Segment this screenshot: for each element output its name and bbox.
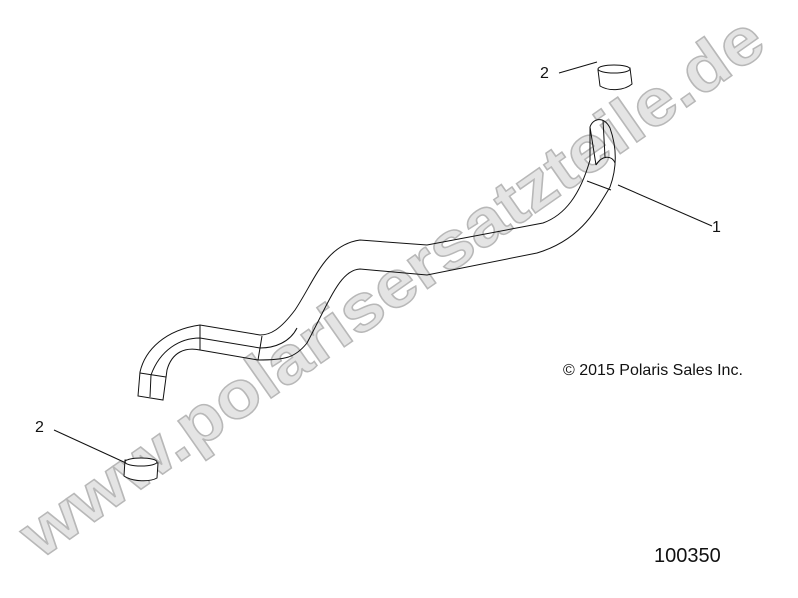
- callout-2-lower: 2: [35, 419, 44, 436]
- callout-1: 1: [712, 219, 721, 236]
- hose-segment-lines: [139, 119, 616, 378]
- copyright-notice: © 2015 Polaris Sales Inc.: [563, 362, 743, 380]
- hose-outer-edge-top: [137, 119, 616, 401]
- copyright-text: 2015 Polaris Sales Inc.: [579, 362, 743, 379]
- figure-number: 100350: [654, 545, 721, 567]
- lower-sleeve: [123, 457, 159, 482]
- watermark: www.polarisersatzteile.de: [4, 0, 778, 573]
- watermark-text: www.polarisersatzteile.de: [5, 0, 777, 572]
- callout-2-upper: 2: [540, 65, 549, 82]
- copyright-symbol: ©: [563, 362, 575, 379]
- leader-lines: [53, 61, 713, 464]
- hose: [137, 119, 616, 401]
- upper-sleeve: [597, 64, 633, 91]
